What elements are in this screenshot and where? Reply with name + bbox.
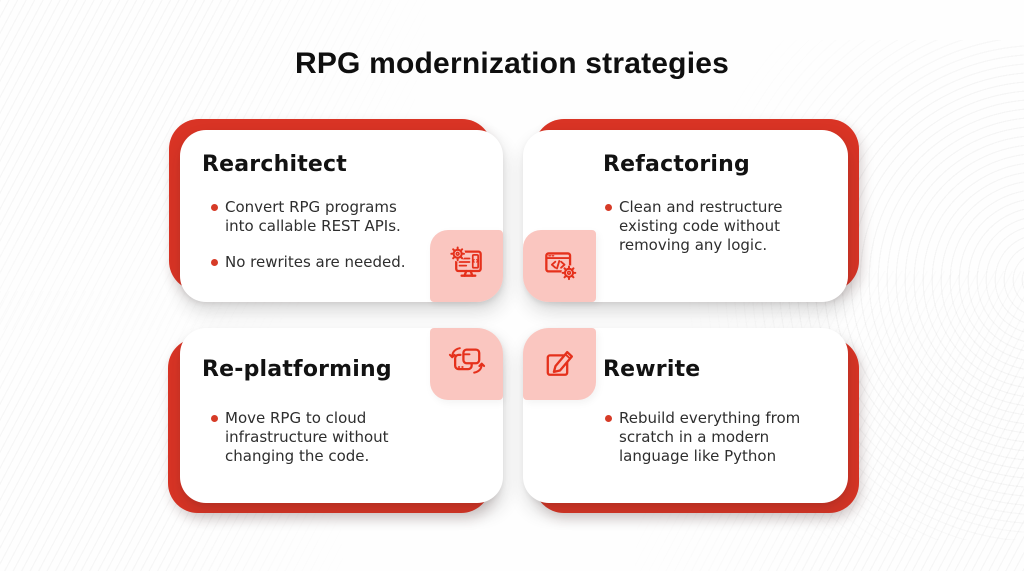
- browser-code-gear-icon: [544, 252, 577, 281]
- bullet-dot-icon: [605, 415, 612, 422]
- bullet-text: Convert RPG programs into callable REST …: [225, 198, 401, 235]
- bullet-list: Move RPG to cloud infrastructure without…: [211, 409, 491, 466]
- bullet-dot-icon: [211, 415, 218, 422]
- card-title: Rearchitect: [202, 152, 347, 177]
- icon-tile: [523, 328, 596, 400]
- icon-tile: [523, 230, 596, 302]
- card-refactoring: Refactoring Clean and restructure existi…: [523, 119, 859, 302]
- card-replatforming: Re-platforming Move RPG to cloud infrast…: [168, 328, 503, 513]
- bullet-item: Clean and restructure existing code with…: [605, 198, 838, 255]
- bullet-item: Move RPG to cloud infrastructure without…: [211, 409, 491, 466]
- bullet-text: No rewrites are needed.: [225, 253, 406, 271]
- bullet-list: Rebuild everything from scratch in a mod…: [605, 409, 838, 466]
- bullet-dot-icon: [211, 259, 218, 266]
- bullet-dot-icon: [605, 204, 612, 211]
- card-rearchitect: Rearchitect Convert RPG programs into ca…: [169, 119, 503, 302]
- bullet-item: Rebuild everything from scratch in a mod…: [605, 409, 838, 466]
- bullet-item: No rewrites are needed.: [211, 253, 491, 272]
- replatform-migration-icon: [448, 347, 485, 374]
- card-title: Refactoring: [603, 152, 750, 177]
- card-content: Re-platforming Move RPG to cloud infrast…: [202, 356, 491, 483]
- bullet-text: Move RPG to cloud infrastructure without…: [225, 409, 389, 465]
- card-content: Rewrite Rebuild everything from scratch …: [603, 356, 838, 483]
- card-content: Refactoring Clean and restructure existi…: [603, 151, 838, 272]
- bullet-list: Clean and restructure existing code with…: [605, 198, 838, 255]
- card-title: Re-platforming: [202, 357, 392, 382]
- icon-tile: [430, 328, 503, 400]
- monitor-gear-code-icon: [449, 246, 482, 277]
- card-rewrite: Rewrite Rebuild everything from scratch …: [523, 328, 859, 513]
- bullet-text: Rebuild everything from scratch in a mod…: [619, 409, 801, 465]
- bullet-item: Convert RPG programs into callable REST …: [211, 198, 491, 236]
- bullet-dot-icon: [211, 204, 218, 211]
- bullet-text: Clean and restructure existing code with…: [619, 198, 783, 254]
- page-title: RPG modernization strategies: [294, 47, 730, 80]
- card-title: Rewrite: [603, 357, 701, 382]
- edit-pencil-square-icon: [546, 350, 573, 376]
- icon-tile: [430, 230, 503, 302]
- bullet-list: Convert RPG programs into callable REST …: [211, 198, 491, 272]
- card-content: Rearchitect Convert RPG programs into ca…: [202, 151, 491, 289]
